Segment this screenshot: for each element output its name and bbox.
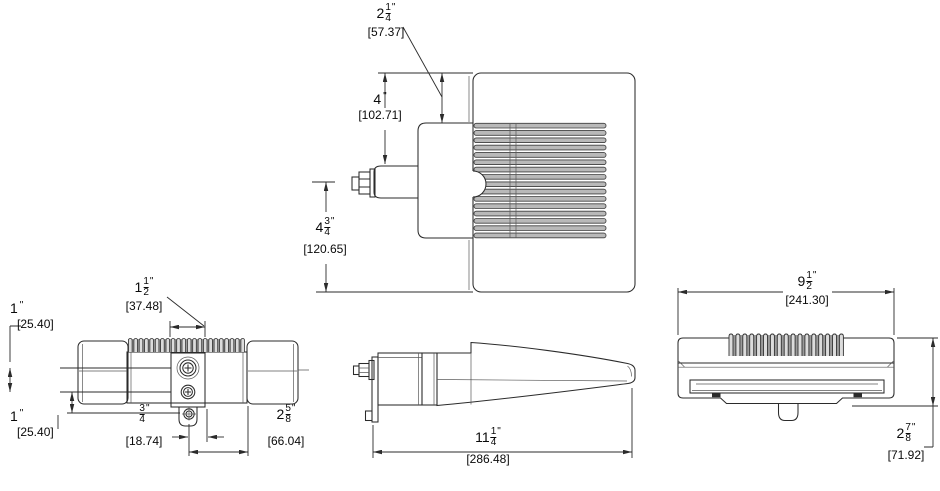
dim-imperial: 4" [373, 91, 387, 107]
rear-right-end-cap [246, 340, 309, 405]
fin-seam-lines [509, 124, 517, 238]
dim-metric: [18.74] [125, 434, 163, 448]
side-view-drawing [352, 341, 636, 458]
hole-centerlines [60, 367, 180, 414]
mounting-plate-side [371, 356, 379, 423]
extension-line [852, 337, 938, 407]
dim-label-lower-hole-spacing: 1" [25.40] [10, 409, 54, 439]
mounting-screw-lower [180, 384, 196, 400]
leader-line [924, 406, 934, 448]
dim-metric: [25.40] [17, 425, 54, 439]
tab-bolt-side [364, 410, 373, 422]
conduit-bolt-side-view [352, 359, 375, 381]
wedge-housing-side [436, 341, 636, 407]
leader-line [166, 296, 205, 327]
front-view-dimension-lines [677, 288, 938, 448]
extension-line [169, 321, 206, 337]
dim-imperial: 1" [10, 408, 24, 424]
dim-metric: [25.40] [17, 317, 54, 331]
photocell-sensor-tab [777, 403, 799, 422]
leader-line [402, 26, 443, 98]
dim-metric: [37.48] [125, 299, 163, 313]
mounting-tab [178, 407, 198, 427]
tab-screw [182, 407, 196, 421]
heatsink-fins-front-view [728, 333, 844, 357]
top-view-drawing [312, 26, 636, 293]
wiring-notch-arc [472, 170, 487, 198]
heatsink-fins-top-view [473, 122, 607, 239]
dim-metric: [71.92] [887, 448, 925, 462]
rear-left-end-cap [77, 340, 129, 405]
heatsink-fins-rear-view [128, 338, 245, 353]
dim-metric: [241.30] [785, 293, 829, 307]
front-view-drawing [677, 288, 938, 448]
conduit-bolt-top-view [351, 168, 376, 198]
dim-metric: [120.65] [303, 242, 347, 256]
dim-metric: [57.37] [367, 25, 405, 39]
top-view-dimension-lines [312, 26, 473, 293]
mounting-arm [373, 165, 418, 199]
dim-metric: [66.04] [267, 434, 305, 448]
latch-clip-right [853, 393, 862, 398]
dim-imperial: 1" [10, 300, 24, 316]
wiring-notch-mask [460, 171, 486, 197]
dim-metric: [102.71] [358, 108, 402, 122]
dim-metric: [286.48] [466, 452, 510, 466]
dim-label-upper-hole-spacing: 1" [25.40] [10, 301, 54, 331]
mounting-bracket-column [417, 122, 473, 239]
driver-box-side [377, 352, 423, 406]
side-view-dimension-lines [372, 388, 633, 458]
dim-label-arm-height: 4" [102.71] [358, 92, 401, 122]
latch-clip-left [712, 393, 721, 398]
front-body-outline [677, 337, 895, 405]
rear-view-drawing [7, 296, 309, 456]
extension-line [677, 288, 895, 335]
rear-view-dimension-lines [7, 296, 249, 456]
extension-line [188, 406, 249, 456]
mounting-plate-rear [170, 352, 206, 427]
leader-line [9, 325, 21, 362]
lens-front-view [689, 379, 885, 394]
mounting-screw-upper [176, 356, 200, 380]
